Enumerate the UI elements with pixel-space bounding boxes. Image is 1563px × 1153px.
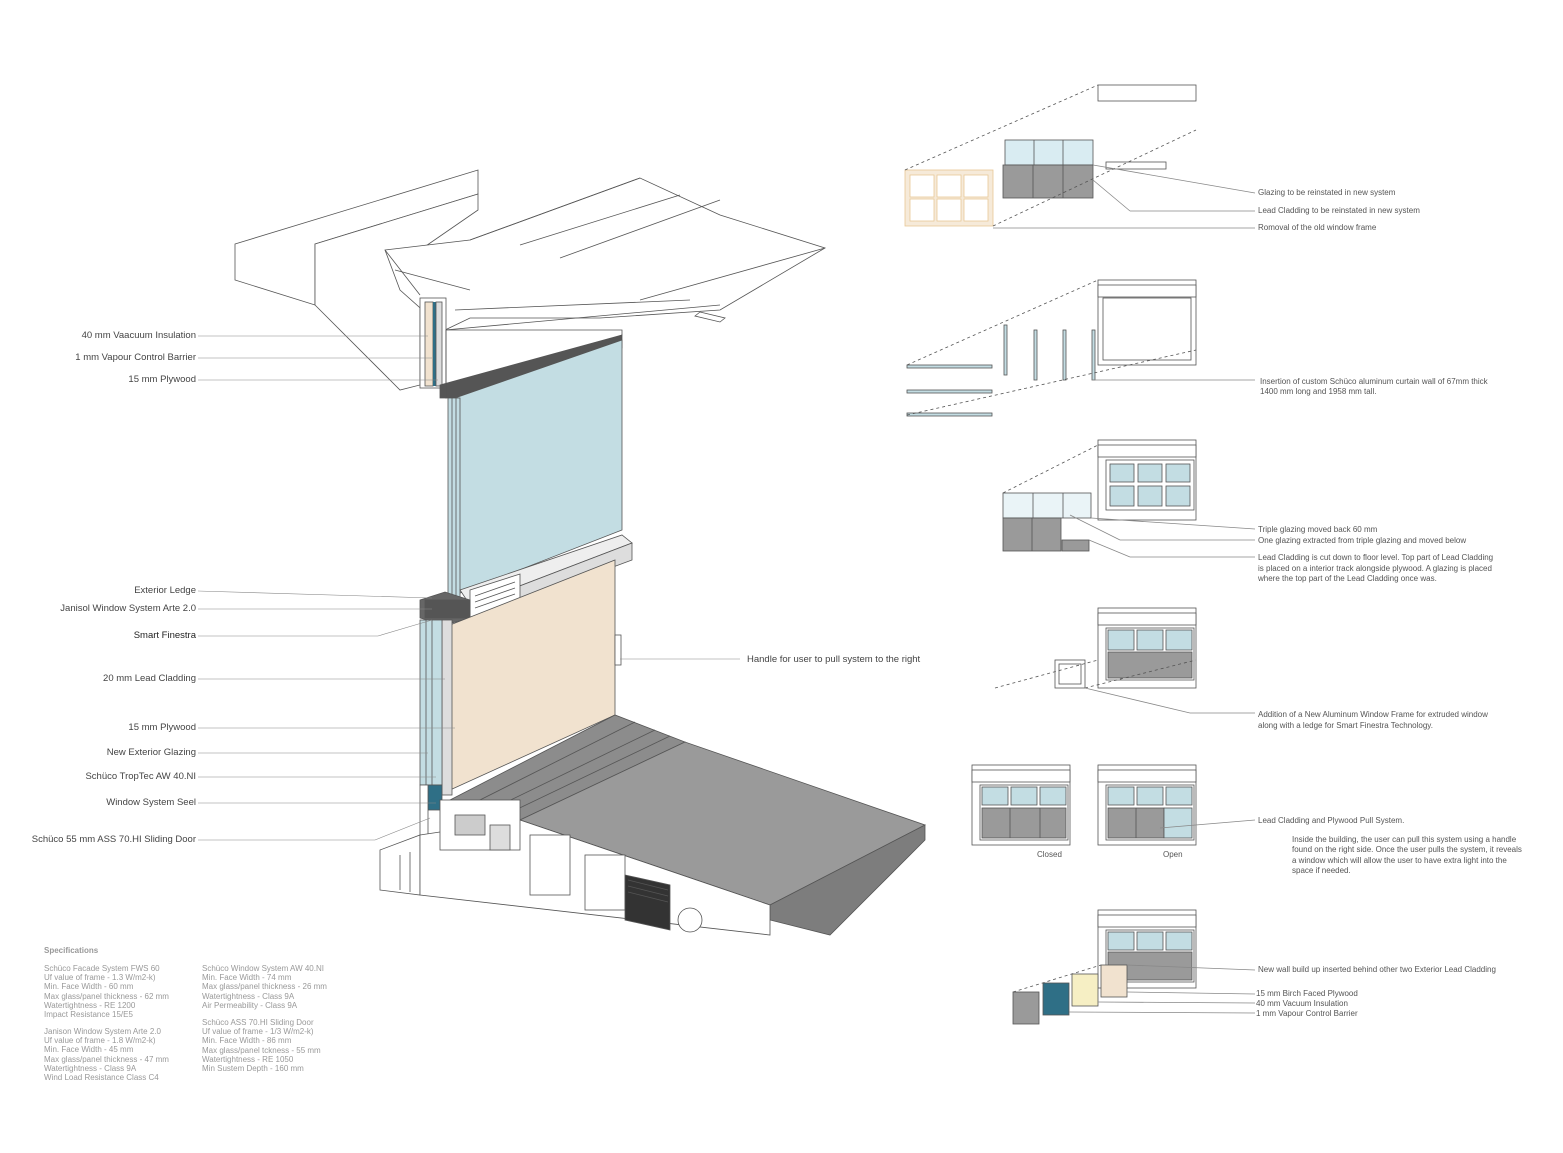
lower-glazing-wall <box>419 619 443 856</box>
roof-overhang <box>234 169 826 391</box>
step3-diagram <box>1002 439 1256 558</box>
step3-note-lead-3: where the top part of the Lead Cladding … <box>1258 574 1437 583</box>
step4-diagram <box>994 607 1255 714</box>
label-plywood-lower: 15 mm Plywood <box>128 722 196 733</box>
label-plywood-upper: 15 mm Plywood <box>128 374 196 385</box>
step6-note-birch: 15 mm Birch Faced Plywood <box>1256 989 1358 998</box>
label-janisol-window-system: Janisol Window System Arte 2.0 <box>60 603 196 614</box>
step5-diagram-open <box>1097 764 1256 846</box>
sub-floor-structure <box>379 799 771 936</box>
label-window-system-seel: Window System Seel <box>106 797 196 808</box>
specs-title: Specifications <box>44 946 99 955</box>
label-lead-cladding: 20 mm Lead Cladding <box>103 673 196 684</box>
label-vacuum-insulation: 40 mm Vaacuum Insulation <box>81 330 196 341</box>
step6-note-vapour: 1 mm Vapour Control Barrier <box>1256 1009 1358 1018</box>
step1-note-lead: Lead Cladding to be reinstated in new sy… <box>1258 206 1420 215</box>
step4-note-line1: Addition of a New Aluminum Window Frame … <box>1258 710 1488 719</box>
label-handle: Handle for user to pull system to the ri… <box>747 654 921 665</box>
step2-diagram <box>906 279 1255 417</box>
step5-diagram-closed <box>971 764 1071 846</box>
step6-note-vacuum: 40 mm Vacuum Insulation <box>1256 999 1348 1008</box>
step1-note-removal: Romoval of the old window frame <box>1258 223 1377 232</box>
step3-note-triple: Triple glazing moved back 60 mm <box>1258 525 1378 534</box>
step3-note-extracted: One glazing extracted from triple glazin… <box>1258 536 1467 545</box>
upper-wall-section <box>419 297 623 399</box>
step3-note-lead-2: is placed on a interior track alongside … <box>1258 564 1492 573</box>
upper-glazing <box>447 339 623 599</box>
label-vapour-control-barrier: 1 mm Vapour Control Barrier <box>75 352 196 363</box>
step5-body-1: Inside the building, the user can pull t… <box>1292 835 1517 844</box>
label-smart-finestra: Smart Finestra <box>133 630 196 641</box>
step5-open-caption: Open <box>1163 850 1183 859</box>
floor-deck <box>448 714 927 936</box>
label-exterior-ledge: Exterior Ledge <box>134 585 196 596</box>
step5-closed-caption: Closed <box>1037 850 1062 859</box>
step4-note-line2: along with a ledge for Smart Finestra Te… <box>1258 721 1433 730</box>
step5-body-3: a window which will allow the user to ha… <box>1292 856 1507 865</box>
step1-diagram <box>904 84 1256 229</box>
label-sliding-door: Schüco 55 mm ASS 70.HI Sliding Door <box>31 834 196 845</box>
step5-body-2: found on the right side. Once the user p… <box>1292 845 1522 854</box>
step2-note-line1: Insertion of custom Schüco aluminum curt… <box>1260 377 1488 386</box>
step3-note-lead-1: Lead Cladding is cut down to floor level… <box>1258 553 1494 562</box>
step1-note-glazing: Glazing to be reinstated in new system <box>1258 188 1396 197</box>
step6-diagram <box>1012 909 1256 1025</box>
label-new-exterior-glazing: New Exterior Glazing <box>106 747 196 758</box>
main-leader-lines <box>197 335 740 841</box>
label-schuco-troptec: Schüco TropTec AW 40.NI <box>85 771 196 782</box>
step5-title: Lead Cladding and Plywood Pull System. <box>1258 816 1405 825</box>
step5-body-4: space if needed. <box>1292 866 1351 875</box>
step2-note-line2: 1400 mm long and 1958 mm tall. <box>1260 387 1377 396</box>
step6-note-wall: New wall build up inserted behind other … <box>1258 965 1496 974</box>
